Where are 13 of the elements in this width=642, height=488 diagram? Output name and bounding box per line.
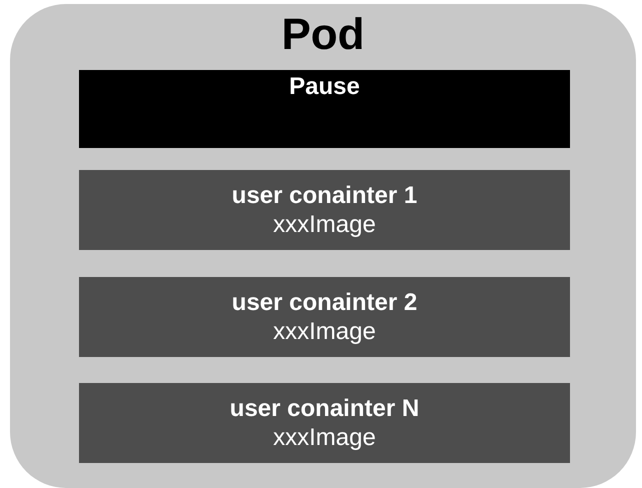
- container-name: user conainter 1: [232, 181, 418, 210]
- user-container-box: [79, 170, 570, 250]
- container-name: user conainter N: [230, 394, 420, 423]
- pod-title: Pod: [281, 10, 365, 60]
- image-name: xxxImage: [273, 317, 376, 346]
- user-container-box: [79, 277, 570, 357]
- pod-container: [10, 4, 636, 488]
- image-name: xxxImage: [273, 210, 376, 239]
- container-name: Pause: [289, 72, 360, 101]
- container-name: user conainter 2: [232, 288, 418, 317]
- image-name: xxxImage: [273, 423, 376, 452]
- pause-container-box: [79, 70, 570, 148]
- user-container-box: [79, 383, 570, 463]
